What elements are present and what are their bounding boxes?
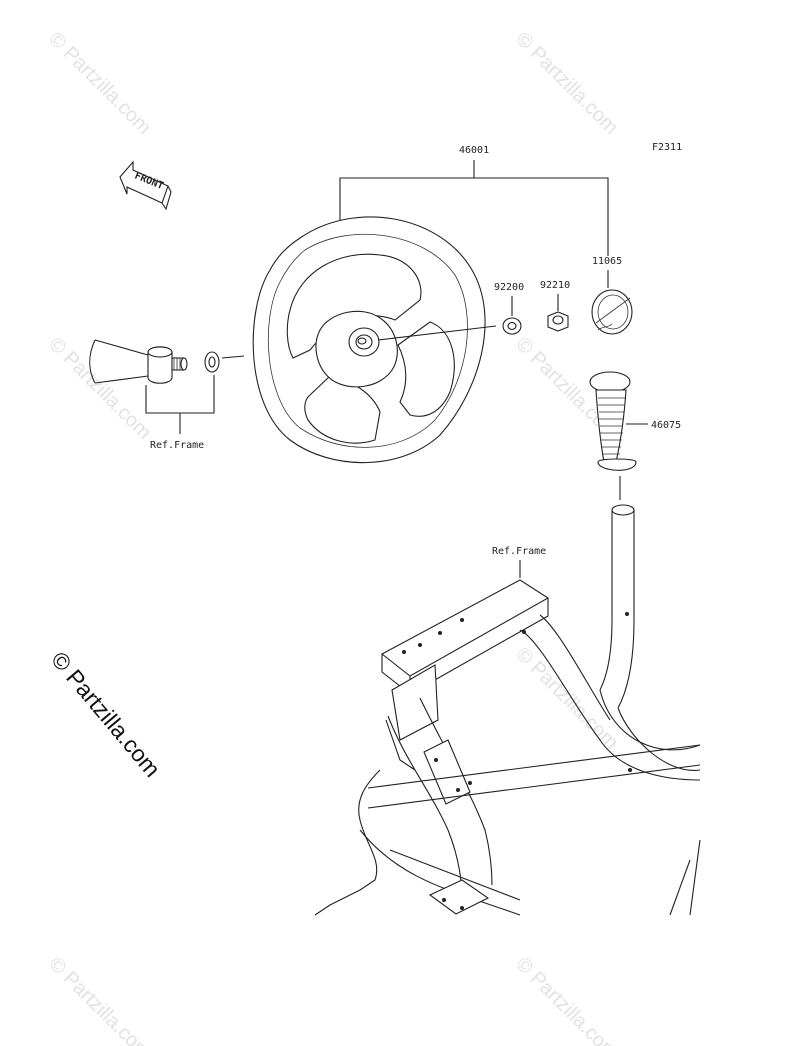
steering-shaft — [89, 339, 188, 384]
nut — [547, 311, 569, 332]
watermark-faint: © Partzilla.com — [44, 333, 155, 444]
part-number-46075: 46075 — [651, 420, 681, 431]
ref-frame-label-2: Ref.Frame — [492, 546, 546, 557]
emblem-cap — [591, 289, 633, 335]
frame-structure — [314, 504, 701, 916]
front-arrow-icon: FRONT — [119, 160, 172, 211]
watermark-faint: © Partzilla.com — [44, 28, 155, 139]
ref-frame-label-1: Ref.Frame — [150, 440, 204, 451]
watermark-faint: © Partzilla.com — [511, 28, 622, 139]
assembly-bracket: 46001 — [339, 145, 609, 256]
watermark-faint: © Partzilla.com — [511, 643, 622, 754]
spacer-ring — [204, 351, 220, 373]
steering-wheel — [252, 216, 486, 464]
watermark-faint: © Partzilla.com — [511, 953, 622, 1046]
watermark-faint: © Partzilla.com — [44, 953, 155, 1046]
part-number-92200: 92200 — [494, 282, 524, 293]
washer — [502, 317, 522, 335]
grip — [589, 371, 637, 471]
part-number-46001: 46001 — [459, 145, 489, 156]
watermark-main: © Partzilla.com — [46, 647, 166, 782]
part-number-92210: 92210 — [540, 280, 570, 291]
figure-code: F2311 — [652, 142, 682, 153]
part-number-11065: 11065 — [592, 256, 622, 267]
